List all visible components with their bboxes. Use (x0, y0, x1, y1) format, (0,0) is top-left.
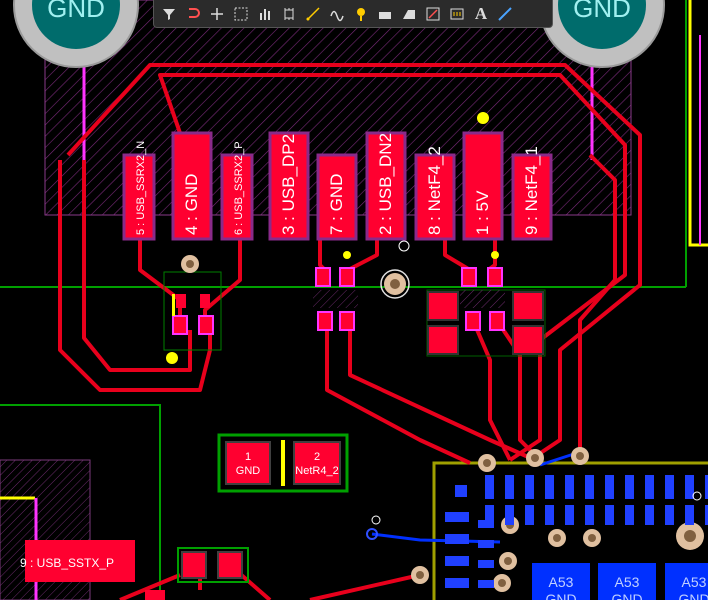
bga-finger[interactable] (685, 505, 694, 525)
bga-finger[interactable] (505, 505, 514, 525)
diff-pair-icon[interactable] (326, 3, 348, 25)
pcb-toolbar: A (153, 0, 553, 28)
bga-finger[interactable] (565, 475, 574, 499)
bottom-small-pads[interactable] (145, 547, 249, 600)
resistor-pad1-net: GND (236, 465, 261, 477)
connector-pad-row[interactable]: 5 : USB_SSRX2_N 4 : GND 6 : USB_SSRX2_P 3 :… (122, 131, 553, 241)
connector-pad-label: 5 : USB_SSRX2_N (135, 141, 147, 235)
bga-finger[interactable] (445, 556, 469, 566)
chart-icon[interactable] (254, 3, 276, 25)
mounting-hole-left[interactable]: GND (13, 0, 139, 68)
connector-pad-label: 6 : USB_SSRX2_P (233, 141, 245, 235)
mounting-hole-right[interactable]: GND (539, 0, 665, 68)
capacitor-pair-right[interactable] (426, 251, 546, 357)
connector-pad-label: 3 : USB_DP2 (279, 134, 298, 235)
bga-ball-label: A53 (549, 574, 574, 590)
bga-ball-label: A53 (615, 574, 640, 590)
interactive-route-icon[interactable] (302, 3, 324, 25)
bga-finger[interactable] (478, 560, 494, 568)
bga-finger[interactable] (645, 475, 654, 499)
left-pad-label: 9 : USB_SSTX_P (20, 556, 114, 570)
connector-pad-label: 4 : GND (182, 174, 201, 235)
mounting-hole-label: GND (573, 0, 631, 23)
line-icon[interactable] (494, 3, 516, 25)
bga-finger[interactable] (585, 505, 594, 525)
bga-finger[interactable] (625, 475, 634, 499)
bga-finger[interactable] (645, 505, 654, 525)
filter-icon[interactable] (158, 3, 180, 25)
select-rect-icon[interactable] (230, 3, 252, 25)
connector-pad[interactable] (365, 131, 407, 241)
bga-finger[interactable] (525, 475, 534, 499)
bga-finger[interactable] (485, 475, 494, 499)
polygon-icon[interactable] (398, 3, 420, 25)
bga-finger[interactable] (705, 475, 708, 499)
bga-ball-label: A53 (682, 574, 707, 590)
bga-pin1-marker[interactable] (455, 485, 467, 497)
resistor-pad1-number: 1 (245, 451, 251, 463)
bga-finger[interactable] (665, 505, 674, 525)
bga-finger[interactable] (545, 505, 554, 525)
place-via-icon[interactable] (350, 3, 372, 25)
bga-finger[interactable] (445, 578, 469, 588)
bga-finger[interactable] (705, 505, 708, 525)
top-copper-traces[interactable] (58, 63, 642, 600)
net-marker-icons (371, 240, 702, 525)
bga-finger[interactable] (505, 475, 514, 499)
bga-ball-net: GND (678, 591, 708, 600)
bga-finger[interactable] (478, 520, 494, 528)
bga-finger[interactable] (685, 475, 694, 499)
connector-pad-label: 2 : USB_DN2 (376, 133, 395, 235)
crosshair-icon[interactable] (206, 3, 228, 25)
bga-finger[interactable] (478, 580, 494, 588)
capacitor-pair-middle[interactable] (313, 251, 358, 331)
bga-pin-row[interactable] (445, 475, 708, 588)
region-icon[interactable] (422, 3, 444, 25)
bga-ball-net: GND (611, 591, 642, 600)
bga-finger[interactable] (545, 475, 554, 499)
bga-ball-group[interactable]: A53 GND A53 GND A53 GND (532, 563, 708, 600)
text-icon[interactable]: A (474, 3, 488, 23)
resistor-pad2-net: NetR4_2 (295, 465, 338, 477)
place-pad-icon[interactable] (374, 3, 396, 25)
bga-finger[interactable] (485, 505, 494, 525)
bga-ball-net: GND (545, 591, 576, 600)
connector-pad-label: 8 : NetF4_2 (425, 146, 444, 235)
bga-finger[interactable] (605, 505, 614, 525)
keepout-lines (34, 35, 701, 600)
bga-finger[interactable] (445, 512, 469, 522)
bga-finger[interactable] (525, 505, 534, 525)
connector-pad[interactable] (171, 131, 213, 241)
connector-pad-label: 7 : GND (327, 174, 346, 235)
resistor-pad2-number: 2 (314, 451, 320, 463)
bga-finger[interactable] (665, 475, 674, 499)
connector-pad-label: 9 : NetF4_1 (522, 146, 541, 235)
connector-pad[interactable] (220, 153, 254, 241)
bga-finger[interactable] (565, 505, 574, 525)
bga-finger[interactable] (625, 505, 634, 525)
connector-pad[interactable] (462, 131, 504, 241)
bga-finger[interactable] (585, 475, 594, 499)
bga-finger[interactable] (605, 475, 614, 499)
resistor-r4[interactable]: 1 GND 2 NetR4_2 (217, 433, 349, 493)
route-icon[interactable] (182, 3, 204, 25)
mounting-hole-label: GND (47, 0, 105, 23)
connector-pad[interactable] (414, 153, 456, 241)
bga-finger[interactable] (478, 540, 494, 548)
marker-dot (477, 112, 489, 124)
place-string-icon[interactable] (446, 3, 468, 25)
connector-pad[interactable] (122, 153, 156, 241)
bga-finger[interactable] (445, 534, 469, 544)
connector-pad[interactable] (316, 153, 358, 241)
connector-pad[interactable] (511, 153, 553, 241)
left-edge-pad[interactable]: 9 : USB_SSTX_P (20, 540, 135, 582)
capacitor-group[interactable] (163, 255, 222, 364)
connector-pad[interactable] (268, 131, 310, 241)
component-icon[interactable] (278, 3, 300, 25)
connector-pad-label: 1 : 5V (473, 190, 492, 235)
